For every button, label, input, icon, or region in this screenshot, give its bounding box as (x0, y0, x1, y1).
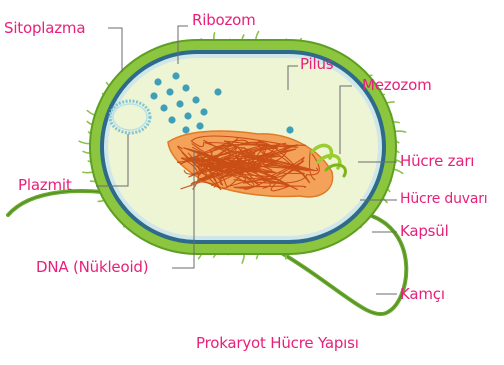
ribosome-dot (166, 88, 173, 95)
ribosome-dot (172, 72, 179, 79)
label-kamci: Kamçı (400, 285, 445, 303)
ribosome-dot (200, 108, 207, 115)
label-hucre-duvari: Hücre duvarı (400, 190, 487, 208)
label-sitoplazma: Sitoplazma (4, 19, 85, 37)
ribosome-dot (196, 122, 203, 129)
ribosome-dot (184, 112, 191, 119)
ribosome-dot (192, 96, 199, 103)
ribosome-dot (176, 100, 183, 107)
label-pilus: Pilus (300, 55, 333, 73)
ribosome-dot (214, 88, 221, 95)
label-plazmit: Plazmit (18, 176, 72, 194)
ribosome-dot (154, 78, 161, 85)
label-ribozom: Ribozom (192, 11, 256, 29)
ribosome-dot (160, 104, 167, 111)
label-dna: DNA (Nükleoid) (36, 258, 148, 276)
ribosome-dot (182, 126, 189, 133)
ribosome-dot (150, 92, 157, 99)
label-kapsul: Kapsül (400, 222, 449, 240)
label-hucre-zari: Hücre zarı (400, 152, 474, 170)
label-mezozom: Mezozom (362, 76, 431, 94)
ribosome-dot (286, 126, 293, 133)
caption: Prokaryot Hücre Yapısı (196, 334, 359, 352)
ribosome-dot (168, 116, 175, 123)
ribosome-dot (182, 84, 189, 91)
leader-sitoplazma (108, 28, 122, 72)
